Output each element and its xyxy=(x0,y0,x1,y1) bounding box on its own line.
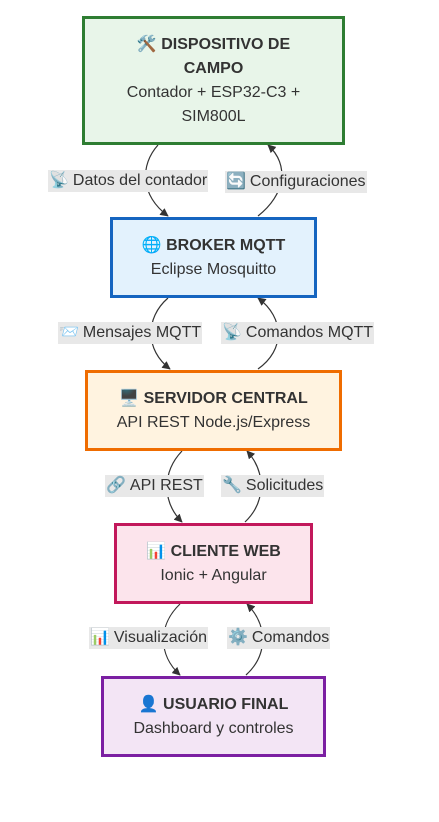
node-broker-sub: Eclipse Mosquitto xyxy=(150,260,277,278)
satellite-antenna-icon: 📡 xyxy=(222,324,242,341)
node-usuario-sub: Dashboard y controles xyxy=(133,719,294,737)
edge-label-comandos-text: Comandos xyxy=(251,629,330,646)
node-usuario-final: 👤 USUARIO FINAL Dashboard y controles xyxy=(101,676,326,757)
node-dispositivo-title-text-1: DISPOSITIVO DE xyxy=(161,35,291,53)
tools-icon: 🛠️ xyxy=(136,35,157,53)
satellite-antenna-icon: 📡 xyxy=(49,172,69,189)
node-usuario-title: 👤 USUARIO FINAL xyxy=(139,693,289,717)
edge-label-solicitudes-text: Solicitudes xyxy=(245,477,324,494)
node-cliente-sub: Ionic + Angular xyxy=(160,566,267,584)
edge-label-datos-contador: 📡 Datos del contador xyxy=(48,170,209,192)
node-servidor-title: 🖥️ SERVIDOR CENTRAL xyxy=(119,387,308,411)
node-dispositivo-title-1: 🛠️ DISPOSITIVO DE xyxy=(137,33,290,57)
node-dispositivo-sub-1: Contador + ESP32-C3 + xyxy=(126,83,301,101)
link-icon: 🔗 xyxy=(106,477,126,494)
bar-chart-icon: 📊 xyxy=(90,629,110,646)
desktop-computer-icon: 🖥️ xyxy=(119,389,140,407)
bar-chart-icon: 📊 xyxy=(146,542,167,560)
refresh-icon: 🔄 xyxy=(226,173,246,190)
node-broker-title-text: BROKER MQTT xyxy=(166,236,286,254)
node-cliente-title-text: CLIENTE WEB xyxy=(170,542,281,560)
envelope-icon: 📨 xyxy=(59,324,79,341)
node-broker-title: 🌐 BROKER MQTT xyxy=(142,234,285,258)
edge-label-comandos-mqtt-text: Comandos MQTT xyxy=(245,324,374,341)
node-broker-mqtt: 🌐 BROKER MQTT Eclipse Mosquitto xyxy=(110,217,317,298)
node-dispositivo-de-campo: 🛠️ DISPOSITIVO DE CAMPO Contador + ESP32… xyxy=(82,16,345,145)
edge-label-mensajes-mqtt-text: Mensajes MQTT xyxy=(82,324,202,341)
node-cliente-web: 📊 CLIENTE WEB Ionic + Angular xyxy=(114,523,313,604)
edge-label-configuraciones: 🔄 Configuraciones xyxy=(225,171,367,193)
edge-label-api-rest: 🔗 API REST xyxy=(105,475,204,497)
node-cliente-title: 📊 CLIENTE WEB xyxy=(146,540,281,564)
wrench-icon: 🔧 xyxy=(222,477,242,494)
node-usuario-title-text: USUARIO FINAL xyxy=(163,695,289,713)
node-servidor-sub: API REST Node.js/Express xyxy=(116,413,311,431)
globe-icon: 🌐 xyxy=(141,236,162,254)
user-icon: 👤 xyxy=(138,695,159,713)
edge-label-mensajes-mqtt: 📨 Mensajes MQTT xyxy=(58,322,203,344)
edge-label-api-rest-text: API REST xyxy=(129,477,203,494)
edge-label-visualizacion-text: Visualización xyxy=(113,629,208,646)
node-dispositivo-sub-2: SIM800L xyxy=(181,107,246,125)
edge-label-comandos-mqtt: 📡 Comandos MQTT xyxy=(221,322,375,344)
edge-label-configuraciones-text: Configuraciones xyxy=(249,173,366,190)
edge-label-visualizacion: 📊 Visualización xyxy=(89,627,209,649)
edge-label-solicitudes: 🔧 Solicitudes xyxy=(221,475,325,497)
node-servidor-title-text: SERVIDOR CENTRAL xyxy=(143,389,308,407)
node-dispositivo-title-2: CAMPO xyxy=(183,59,244,77)
edge-label-datos-contador-text: Datos del contador xyxy=(72,172,208,189)
node-servidor-central: 🖥️ SERVIDOR CENTRAL API REST Node.js/Exp… xyxy=(85,370,342,451)
edge-label-comandos: ⚙️ Comandos xyxy=(227,627,331,649)
gear-icon: ⚙️ xyxy=(228,629,248,646)
